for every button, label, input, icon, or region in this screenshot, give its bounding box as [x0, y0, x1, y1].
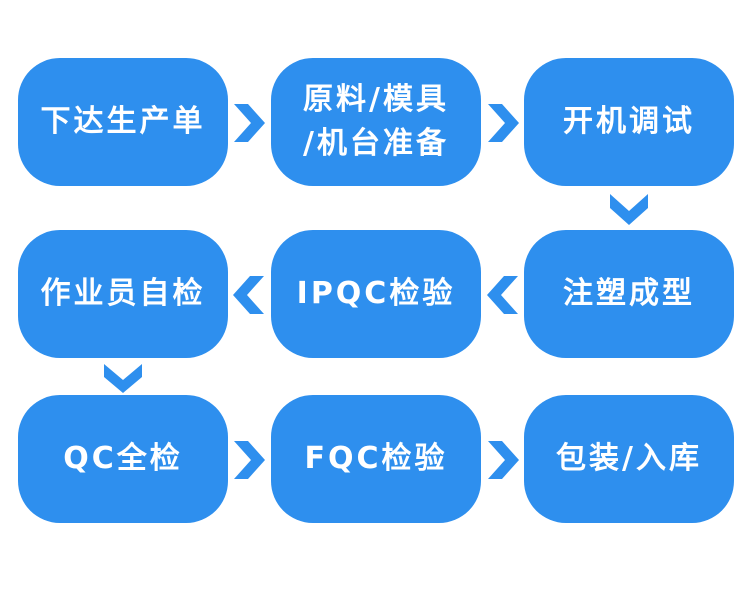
- step-6-label: 作业员自检: [40, 276, 206, 311]
- step-8-label: FQC检验: [304, 441, 448, 476]
- chevron-right-icon: [234, 441, 265, 479]
- step-4-label: 注塑成型: [563, 276, 695, 311]
- chevron-left-icon: [233, 276, 264, 314]
- chevron-down-icon: [104, 364, 142, 393]
- chevron-left-icon: [487, 276, 518, 314]
- step-3-machine-debugging: 开机调试: [524, 58, 734, 186]
- step-1-issue-production-order: 下达生产单: [18, 58, 228, 186]
- chevron-down-icon: [610, 194, 648, 225]
- step-2-label-line-1: 原料/模具: [303, 82, 449, 117]
- step-4-injection-molding: 注塑成型: [524, 230, 734, 358]
- step-9-label: 包装/入库: [556, 441, 702, 476]
- step-2-material-mold-prep: 原料/模具 /机台准备: [271, 58, 481, 186]
- chevron-right-icon: [488, 104, 519, 142]
- step-3-label: 开机调试: [563, 104, 695, 139]
- step-5-ipqc-inspection: IPQC检验: [271, 230, 481, 358]
- step-1-label: 下达生产单: [40, 104, 206, 139]
- step-5-label: IPQC检验: [296, 276, 456, 311]
- step-7-qc-full-inspection: QC全检: [18, 395, 228, 523]
- chevron-right-icon: [488, 441, 519, 479]
- step-7-label: QC全检: [63, 441, 183, 476]
- step-9-packaging-warehousing: 包装/入库: [524, 395, 734, 523]
- step-8-fqc-inspection: FQC检验: [271, 395, 481, 523]
- step-2-label-line-2: /机台准备: [303, 126, 449, 161]
- chevron-right-icon: [234, 104, 265, 142]
- step-6-operator-self-inspection: 作业员自检: [18, 230, 228, 358]
